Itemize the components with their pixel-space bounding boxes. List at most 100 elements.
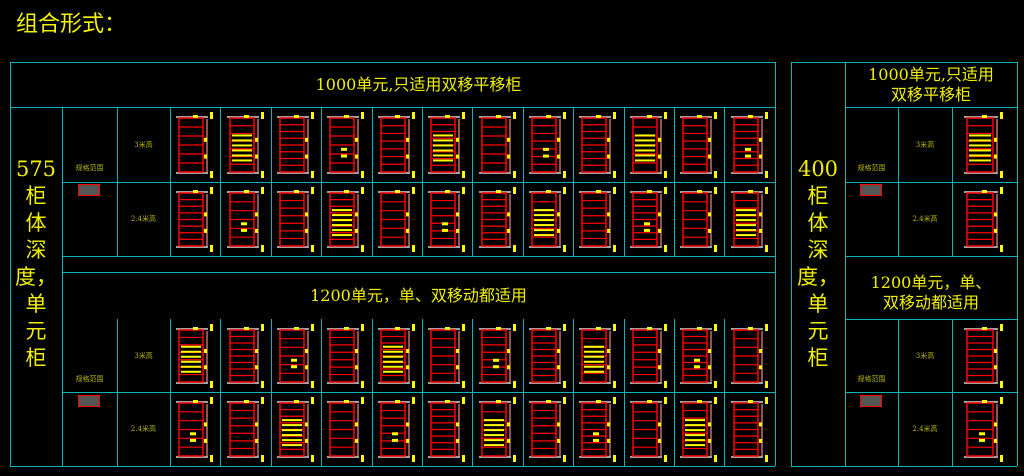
cabinet-elevation <box>226 397 264 462</box>
grid-line <box>220 107 221 256</box>
cabinet-elevation <box>226 187 264 252</box>
cabinet-elevation <box>277 112 314 178</box>
grid-line <box>674 319 675 466</box>
spec-range-icon <box>77 394 100 407</box>
cabinet-elevation <box>176 187 214 252</box>
side-label-text: 体 <box>25 211 47 235</box>
side-label-text: 柜 <box>807 184 829 208</box>
grid-line <box>170 319 171 466</box>
cabinet-elevation <box>964 397 1003 462</box>
group-header-line: 双移平移柜 <box>890 84 971 104</box>
grid-line <box>791 62 1017 63</box>
grid-line <box>523 107 524 256</box>
grid-line <box>775 62 776 466</box>
cabinet-elevation <box>579 397 617 462</box>
side-label-text: 575 <box>15 157 57 181</box>
group-header-line: 1200单元，单、 <box>870 272 992 292</box>
grid-line <box>791 466 1017 467</box>
cabinet-elevation <box>377 112 415 178</box>
group-header-1000-right: 1000单元,只适用双移平移柜 <box>845 62 1017 107</box>
cabinet-elevation <box>226 324 264 388</box>
cabinet-elevation <box>730 187 768 252</box>
grid-line <box>372 319 373 466</box>
side-label-text: 深 <box>25 238 47 262</box>
grid-line <box>523 319 524 466</box>
cabinet-elevation <box>680 187 718 252</box>
cabinet-elevation <box>730 324 768 388</box>
grid-line <box>117 319 118 466</box>
side-label-text: 400 <box>797 157 839 181</box>
cabinet-elevation <box>377 324 415 388</box>
grid-line <box>62 256 775 257</box>
spec-label: 规格范围 <box>75 163 104 172</box>
cabinet-elevation <box>529 324 566 388</box>
grid-line <box>724 107 725 256</box>
grid-line <box>472 107 473 256</box>
row-height-label: 2.4米高 <box>130 425 157 433</box>
side-label-text: 体 <box>807 211 829 235</box>
grid-line <box>674 107 675 256</box>
cabinet-elevation <box>377 397 415 462</box>
cabinet-elevation <box>478 187 516 252</box>
grid-line <box>573 107 574 256</box>
cabinet-elevation <box>579 187 617 252</box>
cabinet-elevation <box>629 112 667 178</box>
grid-line <box>724 319 725 466</box>
cabinet-elevation <box>680 397 718 462</box>
grid-line <box>952 319 953 466</box>
cabinet-elevation <box>176 397 214 462</box>
cabinet-elevation <box>529 187 566 252</box>
grid-line <box>845 62 846 466</box>
cabinet-elevation <box>327 324 365 388</box>
grid-line <box>624 107 625 256</box>
cabinet-elevation <box>964 324 1003 388</box>
grid-line <box>624 319 625 466</box>
spec-range-icon <box>859 183 882 196</box>
cabinet-elevation <box>377 187 415 252</box>
grid-line <box>10 107 775 108</box>
cabinet-elevation <box>529 397 566 462</box>
side-label-text: 单 <box>25 292 47 316</box>
grid-line <box>898 107 899 256</box>
spec-label: 规格范围 <box>857 374 886 383</box>
grid-line <box>62 392 775 393</box>
side-label-text: 元 <box>807 319 829 343</box>
grid-line <box>62 107 63 466</box>
spec-label: 规格范围 <box>857 163 886 172</box>
side-label-text: 柜 <box>807 346 829 370</box>
cabinet-elevation <box>629 397 667 462</box>
grid-line <box>845 182 1017 183</box>
grid-line <box>321 319 322 466</box>
cabinet-elevation <box>176 324 214 388</box>
cabinet-elevation <box>277 187 314 252</box>
spec-range-icon <box>859 394 882 407</box>
cabinet-elevation <box>428 187 466 252</box>
spec-range-icon <box>77 183 100 196</box>
cabinet-elevation <box>327 112 365 178</box>
side-label-text: 元 <box>25 319 47 343</box>
grid-line <box>422 107 423 256</box>
cabinet-elevation <box>529 112 566 178</box>
cabinet-elevation <box>730 112 768 178</box>
grid-line <box>845 392 1017 393</box>
grid-line <box>271 107 272 256</box>
cabinet-elevation <box>478 397 516 462</box>
cabinet-elevation <box>680 324 718 388</box>
grid-line <box>62 272 775 273</box>
cabinet-elevation <box>964 187 1003 252</box>
side-label-text: 柜 <box>25 346 47 370</box>
row-height-label: 2.4米高 <box>130 215 157 223</box>
side-label-text: 单 <box>807 292 829 316</box>
cabinet-elevation <box>579 324 617 388</box>
grid-line <box>845 256 1017 257</box>
side-label-text: 度， <box>15 265 57 289</box>
side-label-text: 深 <box>807 238 829 262</box>
grid-line <box>845 107 1017 108</box>
grid-line <box>775 319 776 466</box>
grid-line <box>220 319 221 466</box>
cabinet-elevation <box>176 112 214 178</box>
row-height-label: 2.4米高 <box>912 425 938 433</box>
grid-line <box>791 62 792 466</box>
grid-line <box>117 107 118 256</box>
